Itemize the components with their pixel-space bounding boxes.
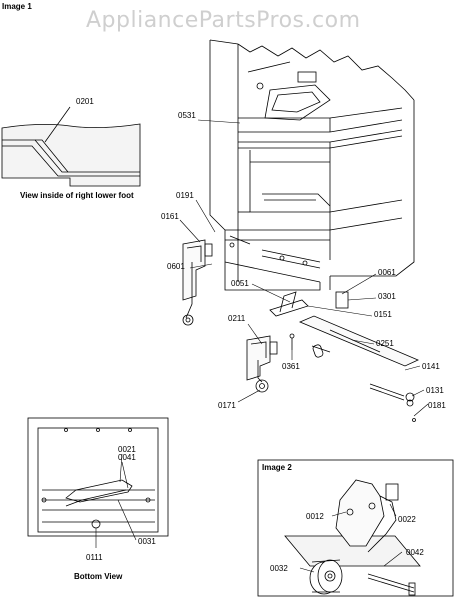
part-label-0251[interactable]: 0251 bbox=[376, 339, 394, 348]
part-label-0031[interactable]: 0031 bbox=[138, 537, 156, 546]
part-label-0131[interactable]: 0131 bbox=[426, 386, 444, 395]
part-label-0021[interactable]: 0021 bbox=[118, 445, 136, 454]
part-label-0012[interactable]: 0012 bbox=[306, 512, 324, 521]
roller-bracket-lower bbox=[246, 335, 278, 393]
part-label-0301[interactable]: 0301 bbox=[378, 292, 396, 301]
image1-title: Image 1 bbox=[2, 2, 32, 11]
image2-title: Image 2 bbox=[262, 463, 292, 472]
part-label-0151[interactable]: 0151 bbox=[374, 310, 392, 319]
part-label-0161[interactable]: 0161 bbox=[161, 212, 179, 221]
part-label-0051[interactable]: 0051 bbox=[231, 279, 249, 288]
part-label-0061[interactable]: 0061 bbox=[378, 268, 396, 277]
part-label-0042[interactable]: 0042 bbox=[406, 548, 424, 557]
part-label-0211[interactable]: 0211 bbox=[228, 314, 246, 323]
part-label-0531[interactable]: 0531 bbox=[178, 111, 196, 120]
part-label-0032[interactable]: 0032 bbox=[270, 564, 288, 573]
bottom-view-inset bbox=[27, 417, 169, 537]
part-label-0111[interactable]: 0111 bbox=[86, 553, 103, 562]
part-label-0022[interactable]: 0022 bbox=[398, 515, 416, 524]
leader-0201 bbox=[44, 106, 71, 143]
part-label-0191[interactable]: 0191 bbox=[176, 191, 194, 200]
roller-bracket-upper bbox=[182, 239, 213, 326]
foot-caption: View inside of right lower foot bbox=[20, 191, 134, 200]
part-label-0041[interactable]: 0041 bbox=[118, 453, 136, 462]
part-label-0201[interactable]: 0201 bbox=[76, 97, 94, 106]
image2-inset bbox=[257, 459, 454, 597]
part-label-0171[interactable]: 0171 bbox=[218, 401, 236, 410]
part-label-0601[interactable]: 0601 bbox=[167, 262, 185, 271]
refrigerator-cabinet bbox=[209, 39, 415, 291]
watermark: AppliancePartsPros.com bbox=[86, 8, 361, 33]
part-label-0361[interactable]: 0361 bbox=[282, 362, 300, 371]
part-label-0181[interactable]: 0181 bbox=[428, 401, 446, 410]
leader-lines bbox=[95, 119, 429, 573]
part-label-0141[interactable]: 0141 bbox=[422, 362, 440, 371]
foot-inset bbox=[1, 123, 141, 187]
bottom-view-caption: Bottom View bbox=[74, 572, 123, 581]
